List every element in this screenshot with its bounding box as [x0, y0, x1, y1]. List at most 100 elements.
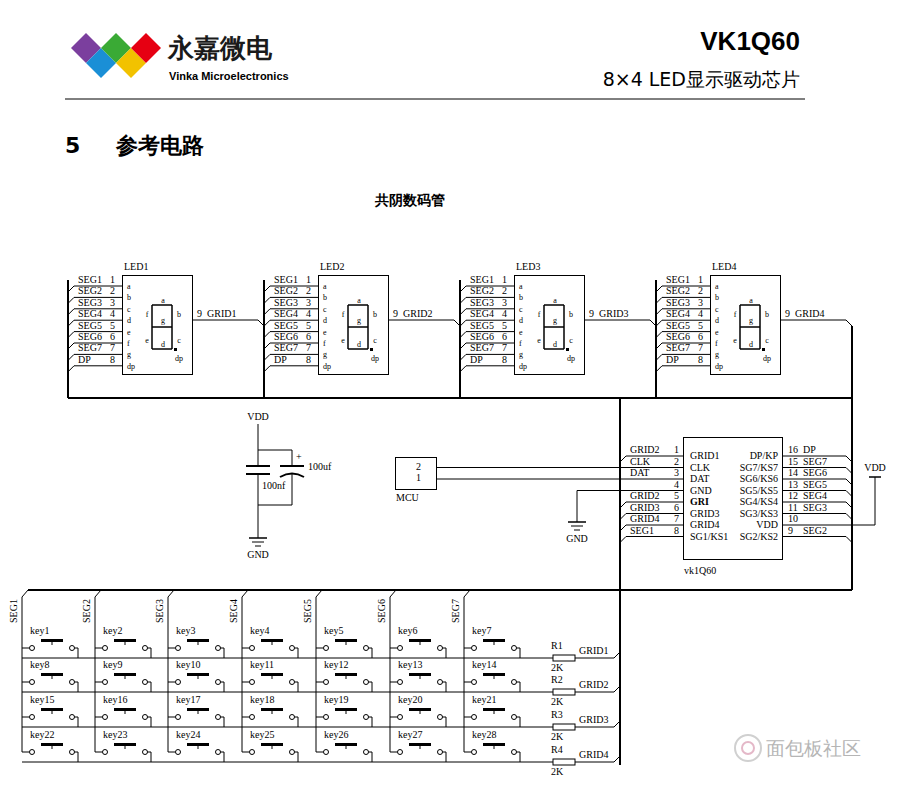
- pin-letter: e: [323, 328, 327, 337]
- segment: [543, 305, 545, 349]
- header-rule: [65, 99, 805, 100]
- led-display: LED4abcdefgdpafbgecddp: [710, 275, 781, 375]
- wire: [242, 682, 250, 683]
- wire: [22, 762, 553, 763]
- part-label: LED3: [516, 262, 540, 272]
- signal-name: SEG5: [274, 321, 298, 331]
- pin-letter: c: [127, 305, 131, 314]
- wire: [221, 752, 225, 753]
- key-label: key15: [30, 695, 54, 705]
- switch-button: [420, 642, 421, 645]
- resistor-label: R3: [551, 710, 563, 720]
- key-label: key19: [324, 695, 348, 705]
- segment: [152, 326, 172, 328]
- pin-number: 3: [502, 298, 507, 308]
- wire: [168, 717, 176, 718]
- switch-contact: [438, 750, 443, 755]
- supply-symbol: [869, 476, 881, 478]
- bus: [655, 280, 657, 398]
- signal-name: SEG5: [803, 480, 827, 490]
- signal-name: SEG4: [666, 309, 690, 319]
- segment-letter: a: [357, 296, 361, 305]
- signal-name: SEG1: [630, 526, 654, 536]
- switch-button: [346, 746, 347, 749]
- switch-button: [114, 639, 136, 642]
- wire: [221, 682, 225, 683]
- switch-button: [335, 743, 357, 746]
- signal-name: SEG2: [82, 599, 92, 623]
- pin-name: SG6/KS6: [740, 474, 778, 484]
- switch-contact: [324, 646, 329, 651]
- key-label: key3: [176, 626, 195, 636]
- wire: [298, 648, 299, 658]
- bus: [459, 280, 461, 398]
- pin-number: 14: [788, 468, 798, 478]
- wire: [620, 525, 626, 531]
- switch-contact: [512, 680, 517, 685]
- switch-contact: [250, 680, 255, 685]
- wire: [292, 450, 293, 466]
- switch-button: [261, 708, 283, 711]
- key-label: key18: [250, 695, 274, 705]
- switch-button: [272, 676, 273, 679]
- wire: [298, 682, 299, 692]
- switch-contact: [176, 715, 181, 720]
- wire: [95, 717, 103, 718]
- signal-name: SEG5: [303, 599, 313, 623]
- part-label: MCU: [396, 493, 419, 503]
- pin-letter: a: [519, 282, 523, 291]
- wire: [575, 727, 614, 728]
- switch-contact: [103, 680, 108, 685]
- wire: [193, 320, 258, 321]
- decimal-point: [370, 348, 373, 351]
- pin-number: 13: [788, 480, 798, 490]
- wire: [258, 424, 259, 466]
- pin-letter: dp: [127, 362, 135, 371]
- switch-button: [346, 676, 347, 679]
- switch-button: [187, 673, 209, 676]
- pin-name: GRI: [690, 497, 709, 507]
- switch-contact: [216, 750, 221, 755]
- switch-button: [52, 746, 53, 749]
- wire: [620, 456, 626, 462]
- wire: [316, 717, 324, 718]
- switch-contact: [30, 750, 35, 755]
- ground-symbol: [574, 530, 580, 531]
- switch-contact: [70, 646, 75, 651]
- wire: [75, 717, 79, 718]
- pin-letter: d: [323, 316, 327, 325]
- segment-letter: c: [765, 336, 769, 345]
- segment-letter: e: [145, 336, 149, 345]
- wire: [22, 658, 553, 659]
- pin-number: 16: [788, 445, 798, 455]
- key-label: key2: [103, 626, 122, 636]
- signal-wire: [437, 479, 683, 480]
- signal-name: SEG3: [155, 599, 165, 623]
- pin-number: 4: [502, 309, 507, 319]
- logo-diamond: [131, 33, 161, 63]
- wire: [369, 648, 373, 649]
- switch-contact: [398, 715, 403, 720]
- segment-letter: c: [177, 336, 181, 345]
- signal-name: DP: [78, 355, 91, 365]
- wire: [520, 717, 521, 727]
- switch-contact: [290, 680, 295, 685]
- bus: [851, 326, 853, 590]
- wire: [151, 682, 152, 692]
- key-label: key9: [103, 660, 122, 670]
- signal-name: GRID2: [630, 445, 659, 455]
- wire: [846, 502, 852, 508]
- switch-contact: [398, 680, 403, 685]
- signal-name: GRID2: [630, 491, 659, 501]
- pin-number: 4: [674, 480, 679, 490]
- wire: [242, 590, 248, 597]
- wire: [151, 717, 152, 727]
- switch-contact: [176, 680, 181, 685]
- pin-number: 2: [698, 286, 703, 296]
- wire: [224, 682, 225, 692]
- ground-symbol: [568, 521, 586, 523]
- key-label: key10: [176, 660, 200, 670]
- wire: [242, 752, 250, 753]
- wire: [224, 717, 225, 727]
- wire: [846, 491, 852, 497]
